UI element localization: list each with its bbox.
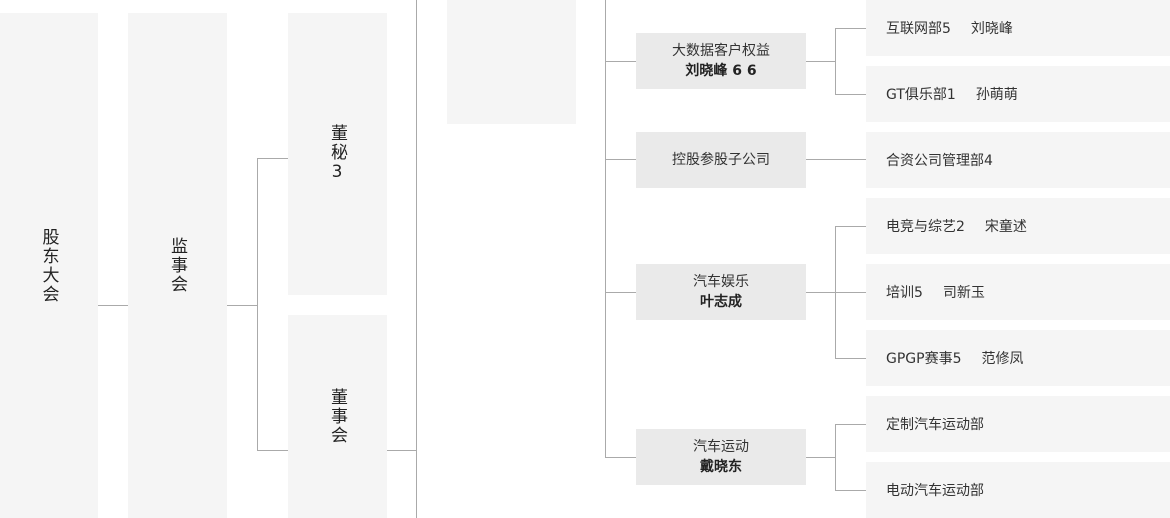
dept-row: 电竞与综艺2 宋童述 <box>866 198 1170 254</box>
connector <box>835 424 866 425</box>
unit-box: 汽车娱乐 叶志成 <box>636 264 806 320</box>
connector <box>835 358 866 359</box>
unit-name: 大数据客户权益 <box>672 43 770 59</box>
dept-name: 互联网部5 <box>886 21 951 37</box>
connector <box>605 0 606 458</box>
shareholders-label: 股东大会 <box>38 227 59 304</box>
supervisors-label: 监事会 <box>167 237 187 294</box>
supervisors-column: 监事会 <box>128 13 227 518</box>
secretary-box: 董秘3 <box>288 13 387 295</box>
unit-box: 大数据客户权益 刘晓峰 6 6 <box>636 33 806 89</box>
dept-head: 孙萌萌 <box>975 87 1018 103</box>
dept-head: 刘晓峰 <box>970 21 1013 37</box>
connector <box>835 226 866 227</box>
dept-row: 培训5 司新玉 <box>866 264 1170 320</box>
connector <box>257 158 258 451</box>
dept-row: 电动汽车运动部 <box>866 462 1170 518</box>
connector <box>835 28 866 29</box>
connector <box>835 490 866 491</box>
unit-name: 汽车运动 <box>693 439 749 455</box>
dept-name: 合资公司管理部4 <box>886 153 993 169</box>
unit-head: 戴晓东 <box>700 459 742 475</box>
dept-row: 定制汽车运动部 <box>866 396 1170 452</box>
connector <box>605 61 636 62</box>
connector <box>806 292 836 293</box>
unit-name: 汽车娱乐 <box>693 274 749 290</box>
connector <box>806 61 836 62</box>
dept-row: 互联网部5 刘晓峰 <box>866 0 1170 56</box>
dept-row: GPGP赛事5 范修凤 <box>866 330 1170 386</box>
dept-name: 电竞与综艺2 <box>886 219 965 235</box>
dept-head: 司新玉 <box>942 285 985 301</box>
connector <box>835 28 836 95</box>
connector <box>257 158 288 159</box>
dept-name: 定制汽车运动部 <box>886 417 984 433</box>
unit-box: 控股参股子公司 <box>636 132 806 188</box>
connector <box>835 424 836 491</box>
dept-name: 培训5 <box>886 285 923 301</box>
connector <box>605 292 636 293</box>
connector <box>806 159 866 160</box>
connector <box>835 94 866 95</box>
connector <box>605 159 636 160</box>
board-label: 董事会 <box>327 388 347 445</box>
dept-row: GT俱乐部1 孙萌萌 <box>866 66 1170 122</box>
dept-name: 电动汽车运动部 <box>886 483 984 499</box>
dept-head: 范修凤 <box>981 351 1024 367</box>
dept-name: GT俱乐部1 <box>886 87 956 103</box>
connector <box>257 450 288 451</box>
connector <box>605 457 636 458</box>
shareholders-column: 股东大会 <box>0 13 98 518</box>
dept-head: 宋童述 <box>984 219 1027 235</box>
connector <box>835 292 866 293</box>
dept-name: GPGP赛事5 <box>886 351 962 367</box>
unit-head: 叶志成 <box>700 294 742 310</box>
blank-box <box>447 0 576 124</box>
connector <box>387 450 417 451</box>
board-box: 董事会 <box>288 315 387 518</box>
connector <box>806 457 836 458</box>
connector <box>98 305 128 306</box>
secretary-label: 董秘3 <box>327 124 347 184</box>
connector <box>227 305 258 306</box>
unit-head: 刘晓峰 6 6 <box>685 63 757 79</box>
connector <box>416 0 417 518</box>
unit-box: 汽车运动 戴晓东 <box>636 429 806 485</box>
dept-row: 合资公司管理部4 <box>866 132 1170 188</box>
unit-name: 控股参股子公司 <box>672 152 770 168</box>
